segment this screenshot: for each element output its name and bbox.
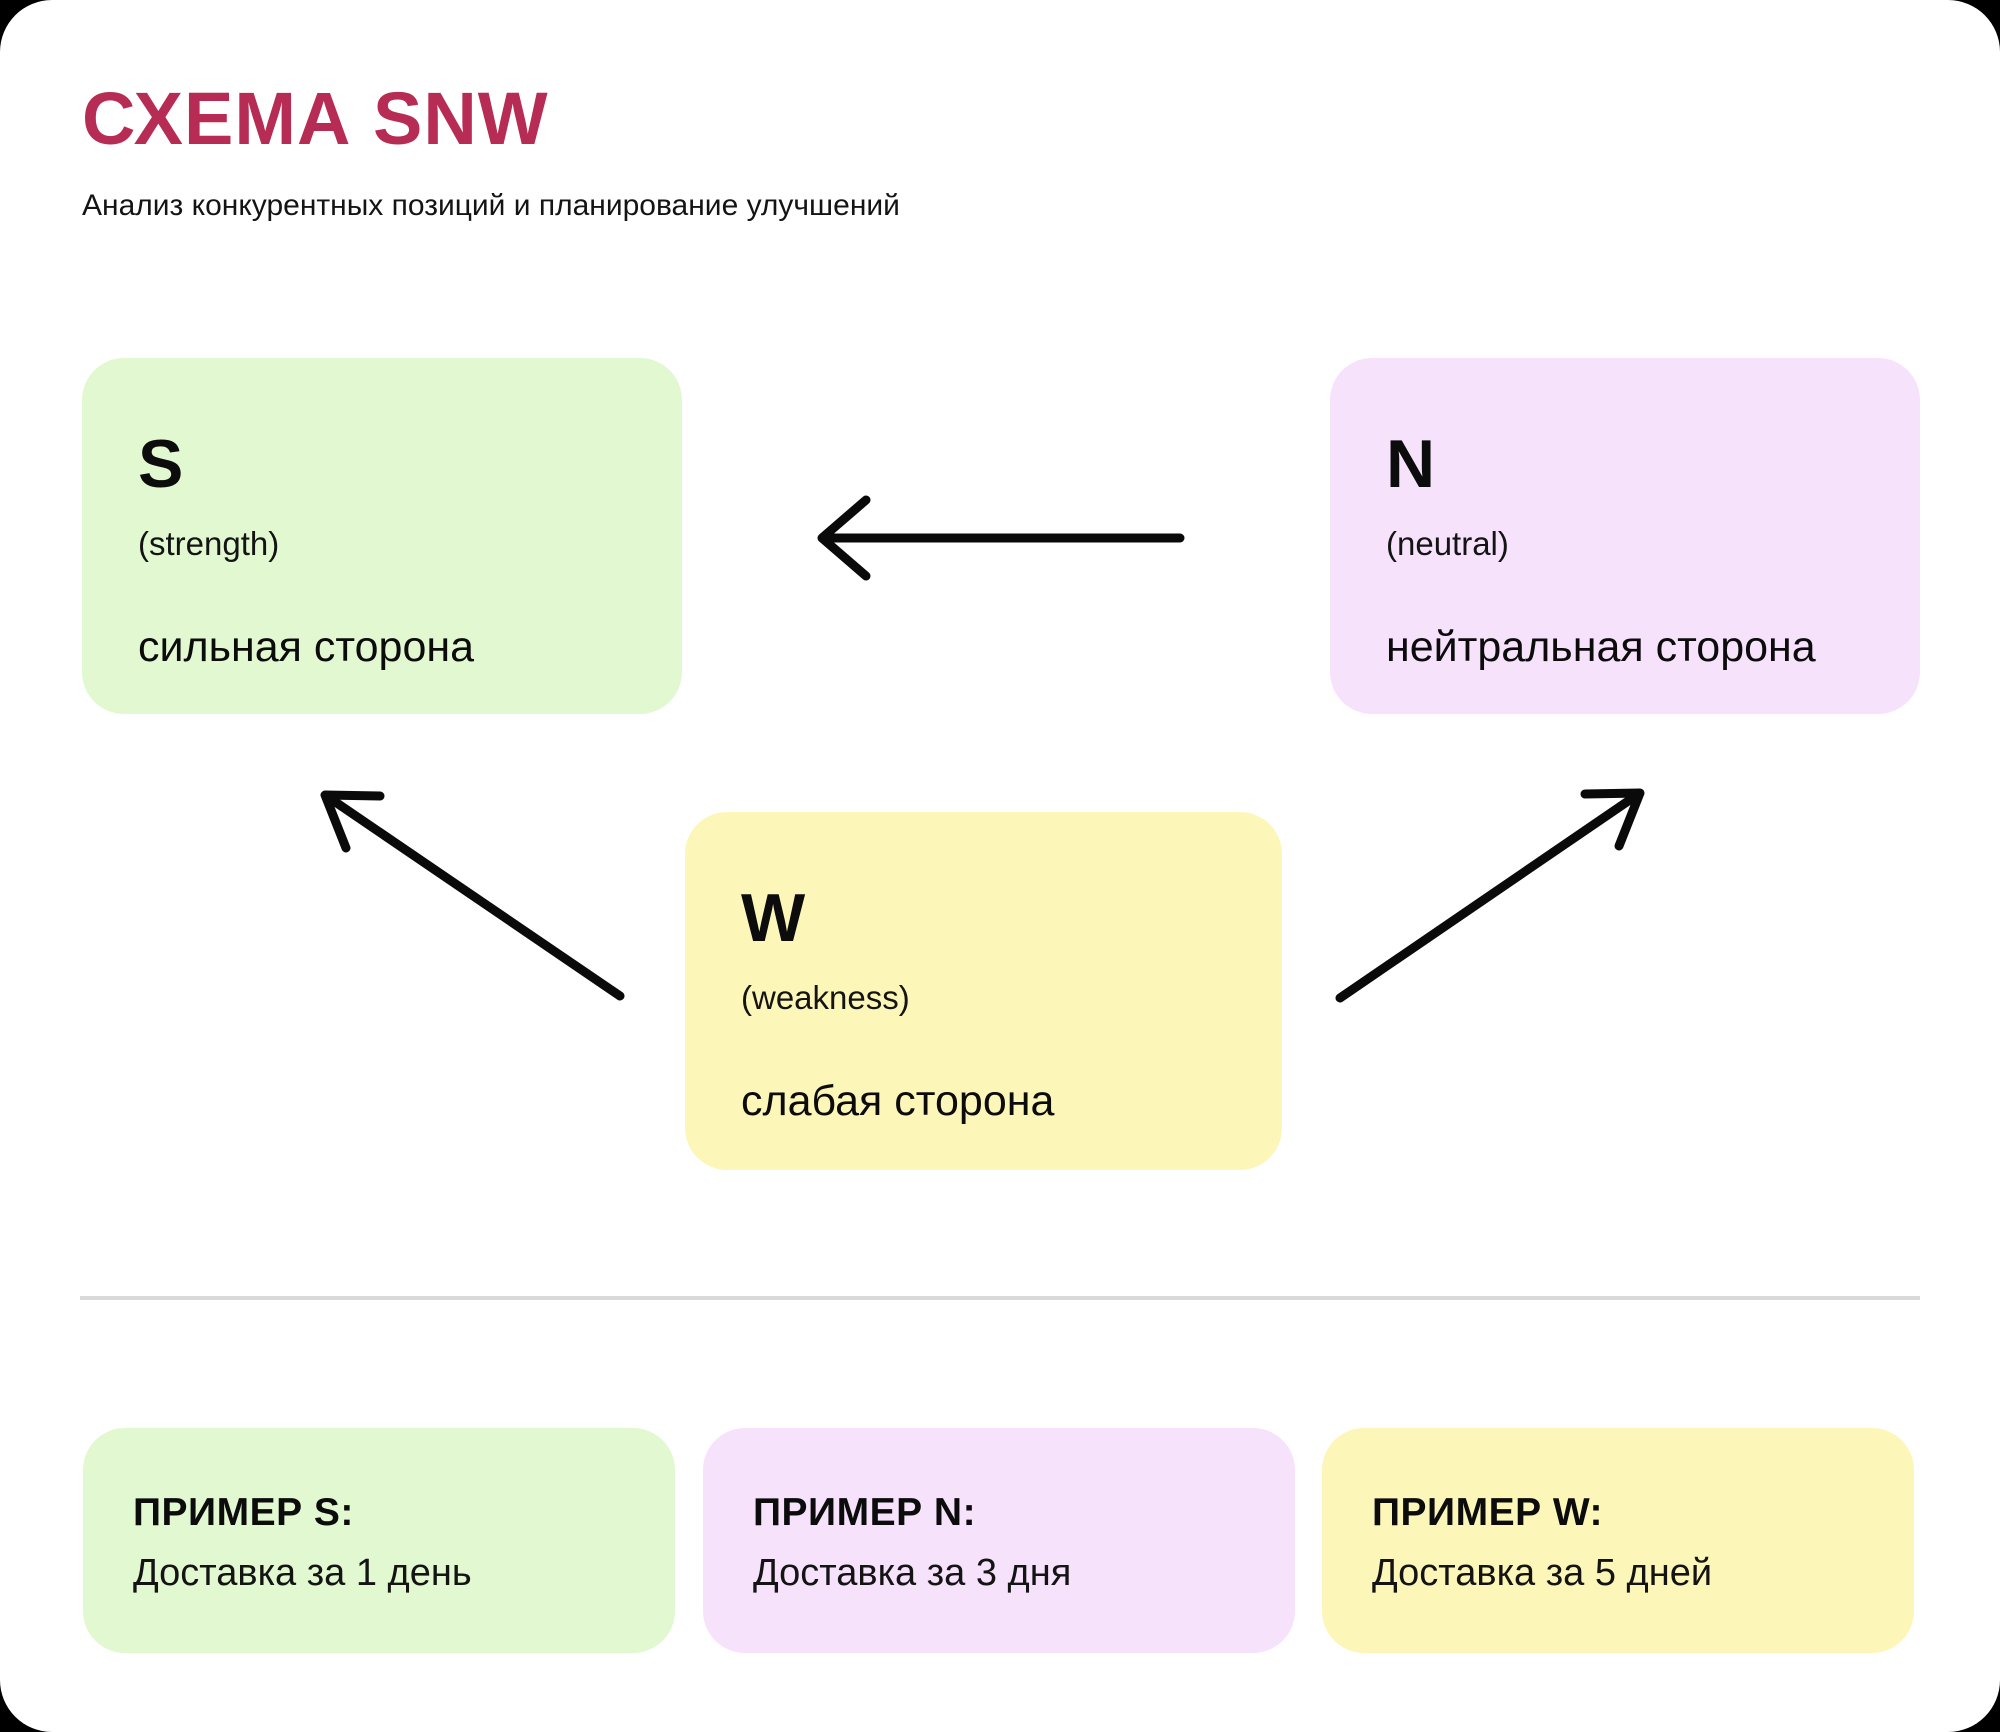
node-neutral: N (neutral) нейтральная сторона (1330, 358, 1920, 714)
example-card-s: ПРИМЕР S: Доставка за 1 день (83, 1428, 675, 1653)
node-strength: S (strength) сильная сторона (82, 358, 682, 714)
example-w-title: ПРИМЕР W: (1372, 1491, 1604, 1534)
example-n-title: ПРИМЕР N: (753, 1491, 977, 1534)
node-weakness-latin: (weakness) (741, 979, 910, 1016)
node-weakness: W (weakness) слабая сторона (685, 812, 1282, 1170)
arrow-n-to-s-icon (817, 495, 1185, 581)
example-s-text: Доставка за 1 день (133, 1551, 472, 1594)
example-w-text: Доставка за 5 дней (1372, 1551, 1713, 1594)
arrow-w-to-n-icon (1335, 788, 1645, 1003)
node-strength-letter: S (138, 426, 185, 502)
node-weakness-letter: W (741, 880, 807, 956)
node-strength-latin: (strength) (138, 525, 280, 562)
node-neutral-letter: N (1386, 426, 1437, 502)
section-divider (80, 1296, 1920, 1300)
example-card-n: ПРИМЕР N: Доставка за 3 дня (703, 1428, 1295, 1653)
node-neutral-latin: (neutral) (1386, 525, 1509, 562)
node-weakness-label: слабая сторона (741, 1076, 1055, 1125)
example-s-title: ПРИМЕР S: (133, 1491, 354, 1534)
example-card-w: ПРИМЕР W: Доставка за 5 дней (1322, 1428, 1914, 1653)
node-strength-label: сильная сторона (138, 622, 475, 671)
example-n-text: Доставка за 3 дня (753, 1551, 1072, 1594)
node-neutral-label: нейтральная сторона (1386, 622, 1816, 671)
arrow-w-to-s-icon (320, 790, 625, 1001)
page-title: СХЕМА SNW (82, 77, 549, 160)
page-subtitle: Анализ конкурентных позиций и планирован… (82, 189, 900, 222)
